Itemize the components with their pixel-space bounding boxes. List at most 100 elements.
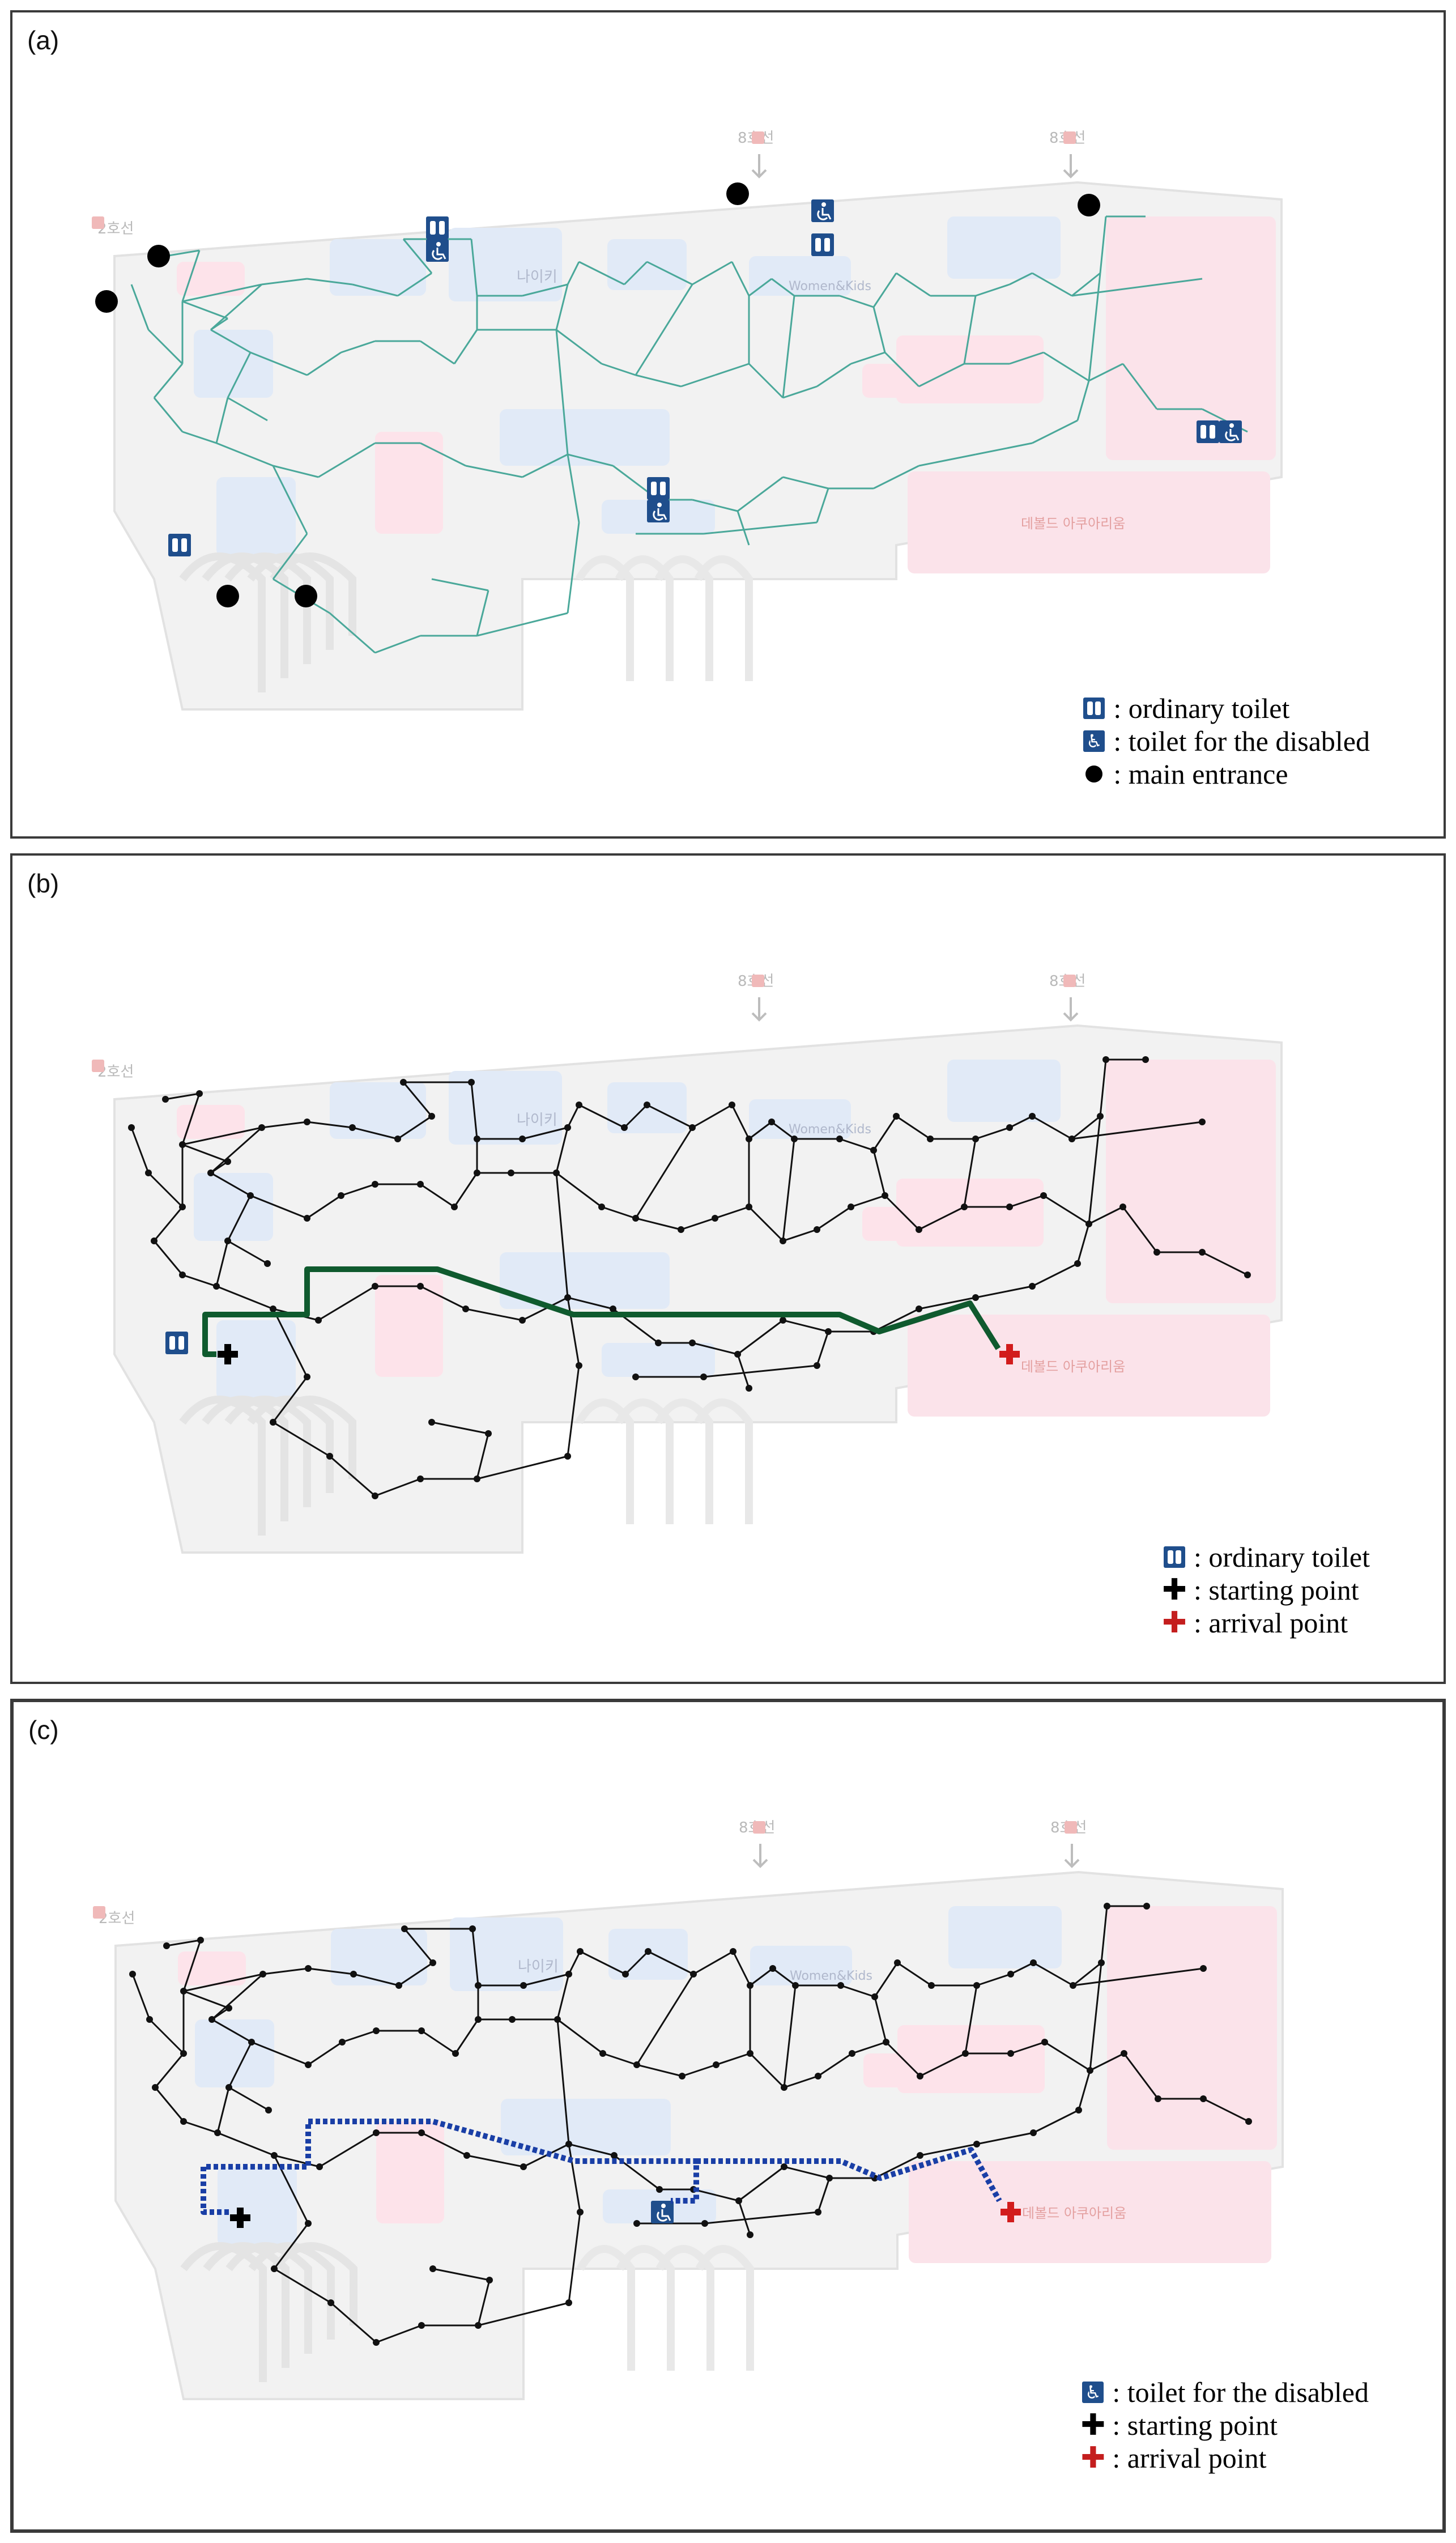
network-node — [1153, 1249, 1160, 1256]
network-node — [769, 1965, 776, 1972]
network-edge — [839, 295, 874, 308]
network-node — [893, 1113, 900, 1120]
network-edge — [227, 397, 268, 422]
network-edge — [839, 1138, 874, 1151]
store-label: 데볼드 아쿠아리움 — [1022, 2205, 1126, 2221]
store-block — [500, 1252, 670, 1309]
network-edge — [210, 1126, 262, 1174]
network-edge — [1099, 1059, 1107, 1117]
network-node — [339, 2039, 346, 2046]
panel-label-a: (a) — [27, 25, 59, 55]
subway-icon — [92, 1060, 104, 1072]
network-node — [316, 2163, 323, 2170]
network-node — [849, 2050, 855, 2057]
network-node — [917, 2073, 923, 2080]
network-edge — [1044, 2041, 1091, 2072]
network-edge — [784, 2166, 830, 2179]
network-edge — [963, 295, 977, 364]
network-edge — [182, 1126, 262, 1146]
network-node — [746, 1385, 752, 1392]
network-node — [462, 1305, 469, 1312]
network-edge — [736, 1354, 750, 1389]
network-edge — [716, 2052, 751, 2066]
network-edge — [636, 2064, 683, 2077]
network-edge — [210, 1160, 228, 1174]
subway-icon — [752, 131, 764, 144]
network-edge — [154, 2087, 185, 2122]
network-node — [224, 1238, 231, 1244]
store-block — [908, 1315, 1270, 1417]
icon-mark — [430, 221, 436, 235]
network-node — [644, 1102, 650, 1108]
network-node — [429, 1959, 436, 1966]
main-entrance-dot — [1078, 194, 1100, 216]
network-edge — [476, 1433, 489, 1479]
network-edge — [182, 300, 228, 320]
network-node — [713, 2061, 720, 2068]
network-node — [395, 1982, 402, 1989]
network-edge — [272, 465, 308, 534]
network-node — [474, 1170, 480, 1176]
network-edge — [749, 2052, 785, 2089]
network-edge — [818, 2052, 853, 2077]
network-node — [315, 1317, 322, 1324]
network-node — [656, 2186, 663, 2193]
network-edge — [601, 1206, 636, 1219]
network-edge — [1088, 1206, 1123, 1225]
network-node — [1200, 2095, 1207, 2102]
network-node — [792, 1982, 799, 1989]
network-edge — [397, 272, 432, 297]
network-edge — [567, 453, 614, 467]
network-edge — [250, 1194, 308, 1219]
network-node — [224, 1158, 231, 1165]
network-node — [417, 1475, 424, 1482]
store-block — [602, 1343, 715, 1377]
network-edge — [918, 453, 976, 467]
toilet-icon — [426, 216, 449, 239]
subway-icon — [752, 975, 764, 987]
store-label: 데볼드 아쿠아리움 — [1021, 1359, 1125, 1375]
icon-bg — [426, 216, 449, 239]
network-edge — [210, 1172, 251, 1197]
store-block — [194, 1173, 273, 1241]
subway-icon — [92, 216, 104, 229]
arrival-cross — [999, 1344, 1020, 1364]
network-node — [225, 2084, 232, 2091]
path-network — [129, 1903, 1252, 2346]
network-edge — [182, 1940, 202, 1992]
network-node — [564, 1294, 571, 1301]
network-edge — [772, 1967, 796, 1987]
network-edge — [227, 1195, 252, 1241]
network-node — [882, 1192, 888, 1199]
network-edge — [216, 442, 274, 467]
network-node — [1068, 1136, 1075, 1142]
network-node — [463, 2152, 470, 2159]
network-node — [747, 1982, 753, 1989]
network-node — [814, 1226, 820, 1233]
store-block — [909, 2161, 1271, 2263]
main-entrance-dot — [147, 245, 170, 267]
network-edge — [682, 2064, 717, 2077]
network-node — [180, 2118, 187, 2125]
legend-row-starting-point: ✚ : starting point — [1081, 2409, 1369, 2441]
store-label: 나이키 — [517, 269, 557, 286]
network-edge — [352, 283, 398, 297]
network-edge — [693, 1950, 734, 1975]
store-block — [607, 239, 687, 290]
network-edge — [556, 329, 602, 365]
icon-mark — [178, 1336, 184, 1350]
network-edge — [771, 1121, 795, 1140]
network-edge — [273, 465, 319, 478]
icon-mark — [1200, 425, 1206, 439]
network-edge — [635, 374, 682, 388]
network-edge — [896, 1115, 931, 1140]
network-node — [326, 1453, 333, 1460]
network-edge — [1072, 1967, 1204, 1987]
cross-bar — [218, 1351, 238, 1358]
network-edge — [896, 272, 931, 297]
network-edge — [217, 2132, 275, 2157]
network-edge — [1123, 2053, 1159, 2099]
network-edge — [374, 1478, 421, 1497]
network-edge — [216, 2087, 230, 2133]
